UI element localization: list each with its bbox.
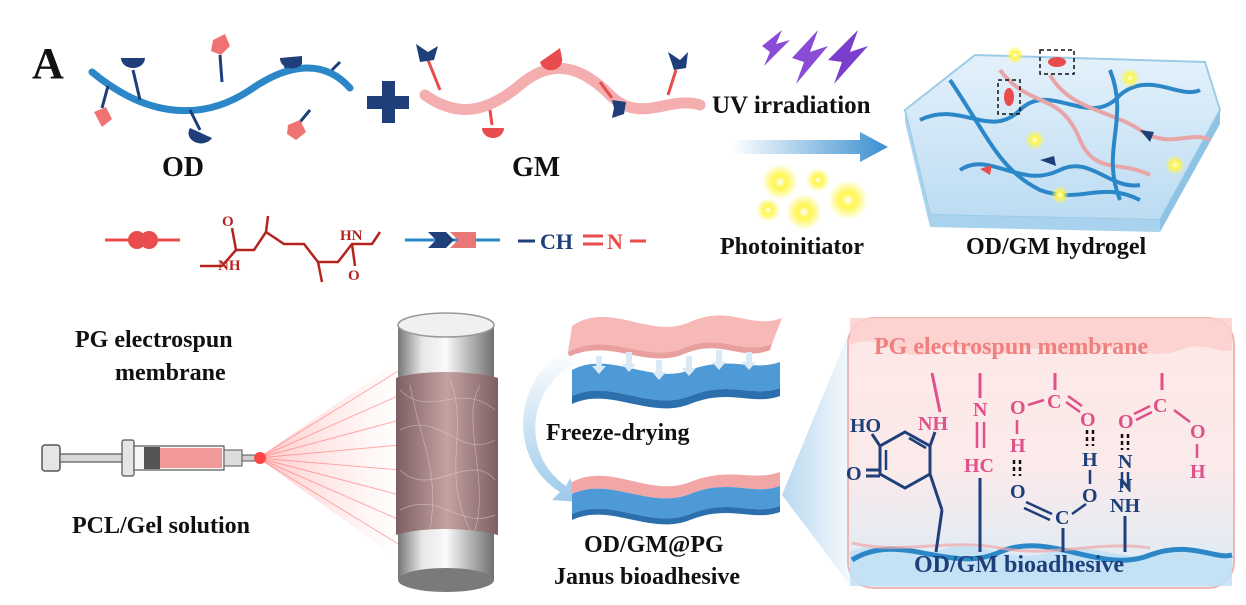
od-gm-hydrogel-block [903,46,1222,232]
legend-imine-structure: CH N [518,229,646,254]
chem-o-1: O [1010,397,1026,419]
hydrogel-label: OD/GM hydrogel [966,234,1147,260]
chem-n-imine: N [973,399,988,421]
photoinitiator-label: Photoinitiator [720,234,864,260]
gm-label: GM [512,152,561,183]
legend-crosslink-icon [105,231,180,249]
chem-hc-imine: HC [964,455,994,477]
od-label: OD [162,152,204,183]
legend-amide-structure: O NH HN O [200,214,382,284]
uv-lightning-icon [762,30,868,84]
chem-o-5: O [1118,411,1134,433]
pcl-gel-solution-label: PCL/Gel solution [72,513,251,539]
chem-c-1: C [1047,391,1061,413]
od-gm-layer [572,350,780,409]
aldehyde-group-icon [94,107,112,127]
chem-h-4: H [1190,461,1206,483]
fiber-mesh [396,372,498,535]
chem-c-2: C [1055,507,1069,529]
chem-o-4: O [1082,485,1098,507]
methacrylate-group-icon [416,44,438,62]
chem-nh-2: NH [1110,495,1140,517]
catechol-group-icon [279,56,302,69]
zoom-bottom-label: OD/GM bioadhesive [914,552,1125,578]
interface-zoom-box [847,317,1235,589]
methacrylate-group-icon [482,128,504,138]
legend-amide-hn: HN [340,228,363,244]
legend-amide-nh: NH [218,258,241,274]
catechol-group-icon [188,128,212,144]
rotating-collector [396,312,498,592]
aldehyde-group-icon [287,120,306,140]
chem-o-6: O [1190,421,1206,443]
legend-amide-o-left: O [222,214,234,230]
od-polymer-chain [88,34,354,144]
freeze-drying-arrow [523,350,580,502]
chem-o-2: O [1080,409,1096,431]
chem-ho: HO [850,415,881,437]
janus-label-line1: OD/GM@PG [584,532,724,558]
gm-polymer-chain [416,44,706,138]
zoom-top-label: PG electrospun membrane [874,334,1149,360]
chem-n-2: N [1118,451,1133,473]
chem-n-3: N [1118,475,1133,497]
chem-h-2: H [1082,449,1098,471]
freeze-drying-label: Freeze-drying [546,420,690,446]
legend-imine-icon [405,232,500,248]
plus-icon [367,81,409,123]
janus-bioadhesive-icon [572,472,780,525]
janus-label-line2: Janus bioadhesive [554,564,741,590]
photoinitiator-icon [756,164,868,230]
methacrylate-group-icon [612,100,626,118]
chem-o-ring: O [846,463,862,485]
pg-membrane-label-line1: PG electrospun [75,327,233,353]
electrospray-jet [254,360,401,560]
aldehyde-group-icon [211,34,230,55]
zoom-cone [782,330,850,585]
pg-membrane-sheet [566,315,782,359]
pg-membrane-label-line2: membrane [115,360,226,386]
legend-imine-n: N [607,229,623,254]
legend-imine-ch: CH [540,229,573,254]
chem-h-1: H [1010,435,1026,457]
catechol-group-icon [121,58,145,68]
chem-o-3: O [1010,481,1026,503]
panel-label: A [32,39,64,88]
reaction-arrow [732,132,888,162]
chem-nh-1: NH [918,413,948,435]
chem-c-3: C [1153,395,1167,417]
uv-irradiation-label: UV irradiation [712,92,871,119]
legend-amide-o-right: O [348,268,360,284]
